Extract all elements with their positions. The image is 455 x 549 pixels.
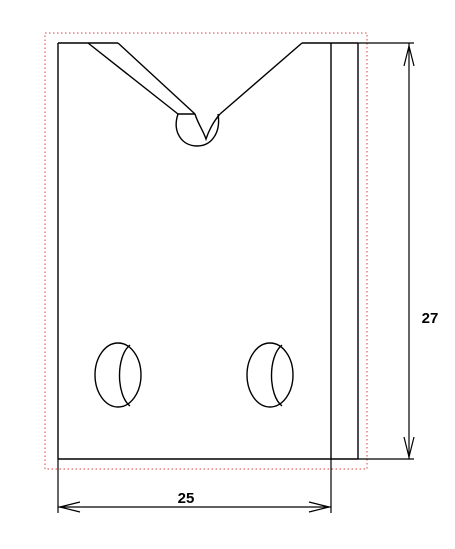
selection-bounding-box [44,32,368,470]
notch-right-edge [219,42,303,115]
hole-right-outer [246,342,294,408]
notch-chamfer-inner [117,42,196,115]
width-arrow-right-icon [308,501,330,513]
hole-left-outer [94,342,142,408]
notch-chamfer-outer [87,42,179,115]
height-arrow-top-icon [403,45,415,67]
height-arrow-bottom-icon [403,436,415,458]
mounting-hole-right[interactable] [246,342,294,408]
v-notch[interactable] [87,42,303,147]
width-arrow-left-icon [59,501,81,513]
height-dimension-label: 27 [422,310,439,327]
mounting-hole-left[interactable] [94,342,142,408]
width-dimension-label: 25 [178,490,195,507]
width-dimension[interactable]: 25 [57,459,332,513]
height-dimension[interactable]: 27 [358,42,439,460]
notch-root-lip [194,113,221,142]
notch-root-arc [175,113,220,147]
hole-right-inner-curve [270,344,283,407]
plate-outline[interactable] [57,42,359,460]
hole-left-inner-curve [118,344,131,407]
